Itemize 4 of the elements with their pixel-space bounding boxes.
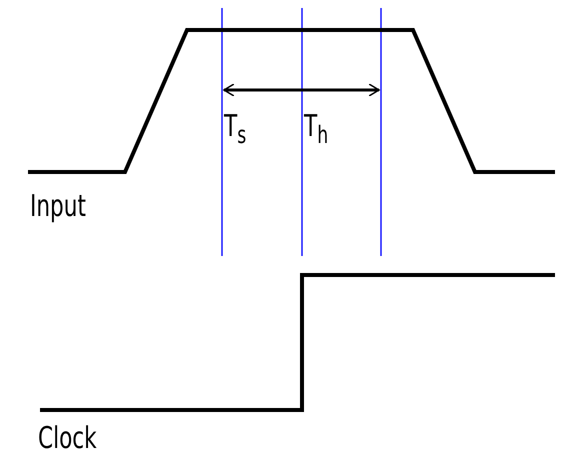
signal-label: Clock <box>38 424 97 454</box>
timing-label: T$_{h}$ <box>304 112 328 147</box>
signal-label: Input <box>30 192 86 222</box>
timing-label: T$_{s}$ <box>224 112 246 147</box>
